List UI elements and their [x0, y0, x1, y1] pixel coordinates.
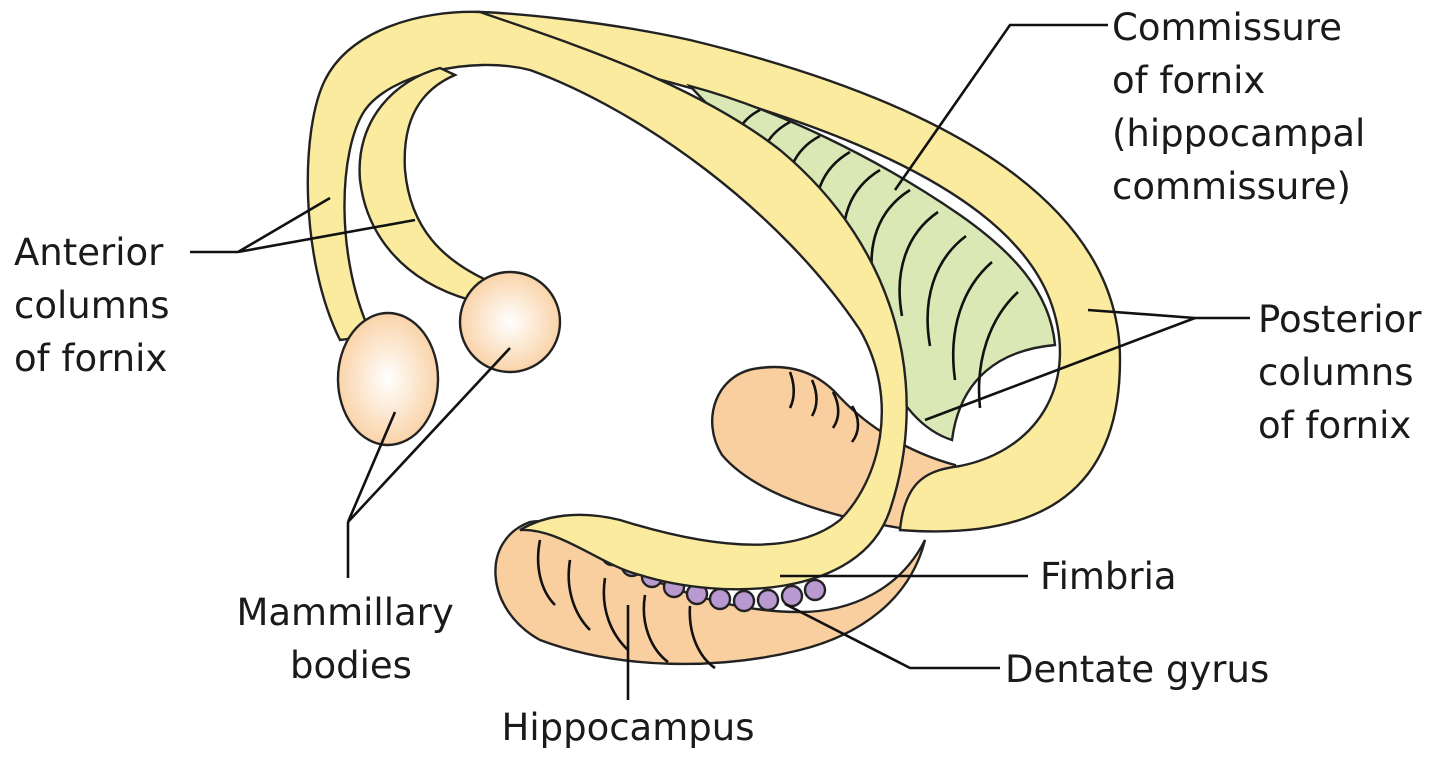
label-dentate-gyrus: Dentate gyrus [1005, 648, 1269, 691]
label-hippocampus: Hippocampus [502, 706, 755, 749]
label-fimbria: Fimbria [1040, 555, 1177, 598]
label-posterior-columns: Posterior columns of fornix [1258, 298, 1433, 447]
label-anterior-columns: Anterior columns of fornix [14, 231, 181, 380]
mammillary-bodies [338, 272, 560, 445]
inner-anterior-column [360, 68, 500, 300]
label-mammillary-bodies: Mammillary bodies [236, 591, 465, 687]
label-commissure: Commissure of fornix (hippocampal commis… [1112, 6, 1377, 208]
